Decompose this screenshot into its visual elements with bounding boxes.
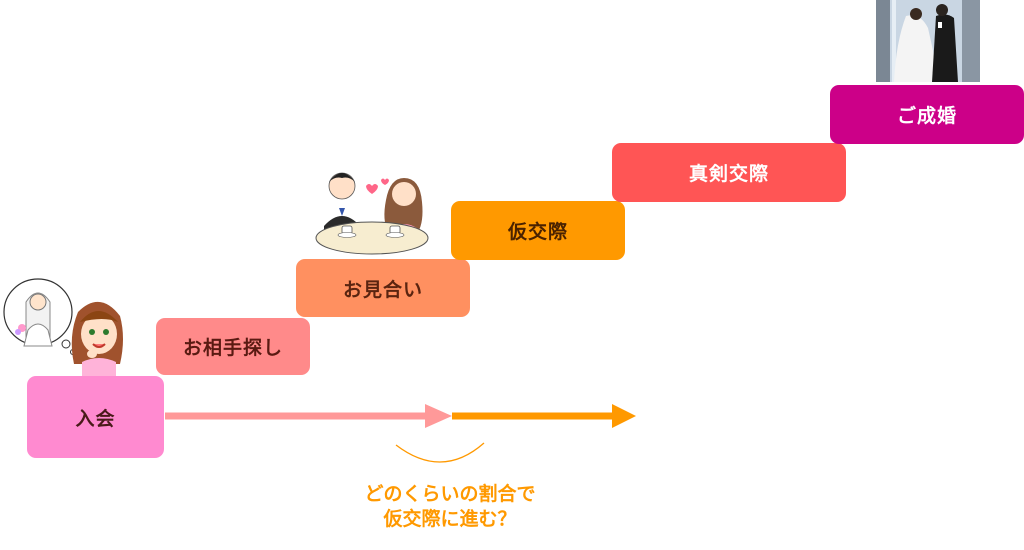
bracket-arc	[395, 442, 485, 463]
wedding-couple-photo	[876, 0, 980, 82]
step-provisional-dating: 仮交際	[451, 201, 625, 260]
question-line-2: 仮交際に進む？	[383, 508, 517, 530]
woman-dreaming-of-wedding-icon	[3, 278, 123, 382]
question-line-1: どのくらいの割合で	[364, 483, 536, 505]
step-omiai: お見合い	[296, 259, 470, 317]
arrow-head-pink	[425, 404, 452, 428]
step-partner-search: お相手探し	[156, 318, 310, 375]
arrow-head-orange	[612, 404, 636, 428]
conversion-question: どのくらいの割合で 仮交際に進む？	[290, 482, 610, 532]
step-join: 入会	[27, 376, 164, 458]
step-marriage: ご成婚	[830, 85, 1024, 144]
couple-at-cafe-table-icon	[315, 172, 429, 255]
progress-arrows	[165, 404, 636, 463]
step-serious-dating: 真剣交際	[612, 143, 846, 202]
